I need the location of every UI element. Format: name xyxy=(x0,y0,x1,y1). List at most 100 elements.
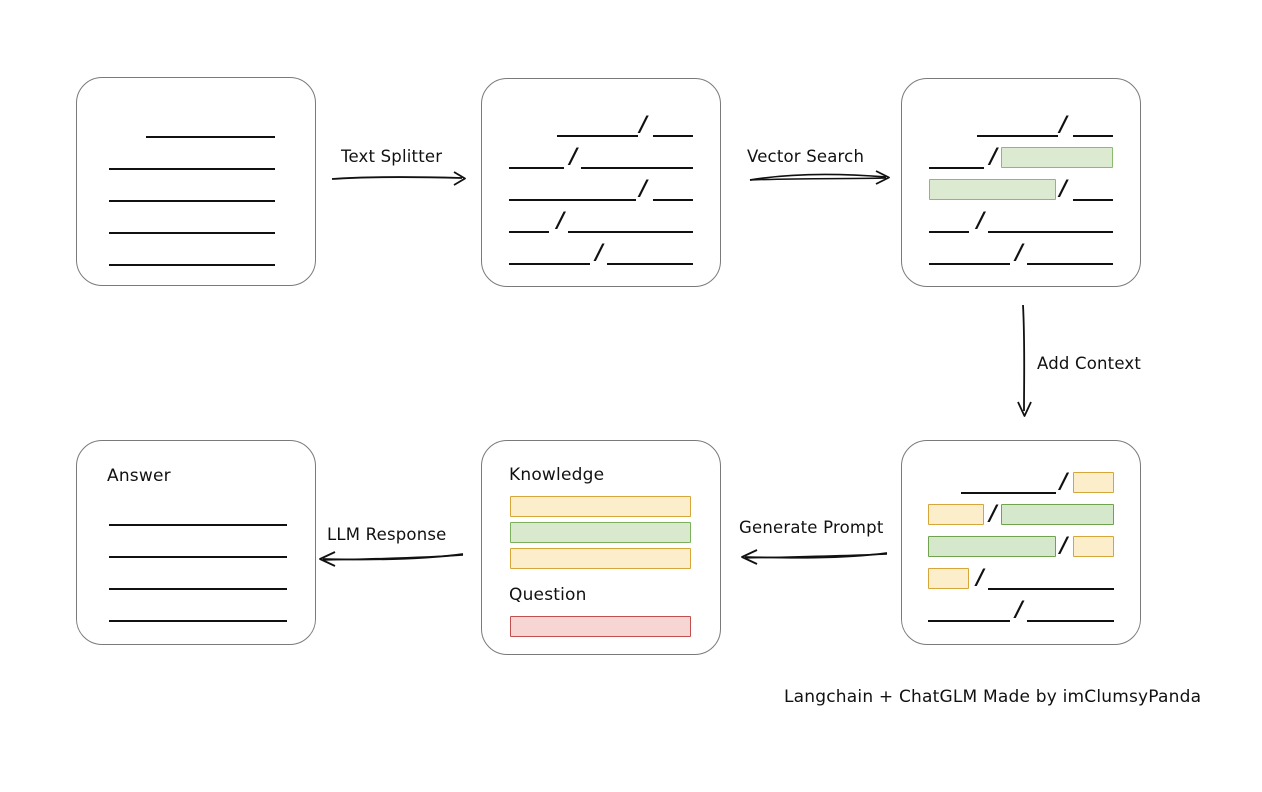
highlight-chip-yellow xyxy=(928,504,984,525)
slash-separator-icon: / xyxy=(989,144,998,168)
text-line xyxy=(567,213,693,233)
text-line xyxy=(1072,181,1113,201)
prompt-bar-red xyxy=(510,616,691,637)
slash-separator-icon: / xyxy=(1015,240,1024,264)
text-line-row xyxy=(109,246,287,268)
highlight-chip-green xyxy=(1000,504,1114,525)
text-line-row xyxy=(109,118,287,140)
question-label: Question xyxy=(509,585,587,605)
edge-arrow-llm-response xyxy=(319,551,464,567)
text-line-row xyxy=(109,182,287,204)
text-line xyxy=(929,245,1010,265)
edge-label-add-context: Add Context xyxy=(1037,354,1142,373)
highlight-chip-green-light xyxy=(929,179,1056,200)
text-line-row xyxy=(109,602,287,624)
highlight-chip-yellow xyxy=(1073,472,1114,493)
highlight-chip-green xyxy=(928,536,1057,557)
text-line xyxy=(109,150,275,170)
slash-separator-icon: / xyxy=(1060,533,1068,557)
text-line-row: / xyxy=(929,177,1113,203)
text-line xyxy=(929,149,985,169)
slash-separator-icon: / xyxy=(639,176,648,200)
highlight-chip-yellow xyxy=(928,568,969,589)
vector-matches-rows: / / / / / xyxy=(929,113,1113,286)
prompt-card: Knowledge Question xyxy=(481,440,721,655)
knowledge-label: Knowledge xyxy=(509,465,605,485)
text-line xyxy=(928,602,1010,622)
text-line-row xyxy=(109,570,287,592)
text-line xyxy=(1026,245,1113,265)
text-line xyxy=(987,213,1113,233)
highlight-chip-green-light xyxy=(1000,147,1113,168)
text-line xyxy=(987,570,1114,590)
text-line xyxy=(1072,117,1113,137)
credit-text: Langchain + ChatGLM Made by imClumsyPand… xyxy=(784,687,1202,707)
text-line xyxy=(1026,602,1114,622)
text-line-row xyxy=(109,538,287,560)
source-document-rows xyxy=(109,118,287,285)
text-line xyxy=(556,117,638,137)
text-line xyxy=(652,181,693,201)
text-line xyxy=(580,149,693,169)
source-document-card xyxy=(76,77,316,286)
text-line-row: / xyxy=(509,241,693,267)
text-line xyxy=(146,118,275,138)
split-chunks-rows: / / / / / xyxy=(509,113,693,286)
text-line-row: / xyxy=(509,113,693,139)
text-line-row: / xyxy=(928,502,1114,528)
answer-rows xyxy=(109,506,287,644)
text-line xyxy=(509,149,565,169)
text-line xyxy=(509,245,590,265)
text-line-row xyxy=(109,150,287,172)
text-line xyxy=(509,213,550,233)
edge-label-llm-response: LLM Response xyxy=(327,525,447,544)
answer-card: Answer xyxy=(76,440,316,645)
text-line-row: / xyxy=(929,145,1113,171)
text-line xyxy=(109,538,287,558)
text-line xyxy=(109,506,287,526)
text-line-row: / xyxy=(929,241,1113,267)
edge-arrow-text-splitter xyxy=(331,171,466,186)
text-line xyxy=(606,245,693,265)
edge-arrow-generate-prompt xyxy=(741,549,888,565)
slash-separator-icon: / xyxy=(1015,597,1024,621)
text-line-row xyxy=(109,506,287,528)
text-line-row xyxy=(109,214,287,236)
text-line xyxy=(509,181,636,201)
text-line-row: / xyxy=(929,209,1113,235)
slash-separator-icon: / xyxy=(639,112,648,136)
text-line-row: / xyxy=(928,598,1114,624)
edge-arrow-vector-search xyxy=(749,170,890,185)
text-line xyxy=(109,570,287,590)
context-document-rows: / / / / / xyxy=(928,470,1114,644)
text-line xyxy=(109,182,275,202)
prompt-bar-yellow xyxy=(510,548,691,569)
text-line xyxy=(652,117,693,137)
text-line xyxy=(929,213,970,233)
edge-label-vector-search: Vector Search xyxy=(747,147,865,166)
text-line xyxy=(976,117,1058,137)
highlight-chip-yellow xyxy=(1073,536,1114,557)
slash-separator-icon: / xyxy=(976,565,985,589)
slash-separator-icon: / xyxy=(989,501,998,525)
prompt-bar-green xyxy=(510,522,691,543)
text-line-row: / xyxy=(928,566,1114,592)
answer-label: Answer xyxy=(107,466,171,486)
slash-separator-icon: / xyxy=(1060,469,1068,493)
text-line-row: / xyxy=(509,209,693,235)
text-line xyxy=(109,214,275,234)
slash-separator-icon: / xyxy=(976,208,985,232)
slash-separator-icon: / xyxy=(595,240,604,264)
context-document-card: / / / / / xyxy=(901,440,1141,645)
edge-arrow-add-context xyxy=(1017,304,1032,417)
prompt-bar-yellow xyxy=(510,496,691,517)
text-line-row: / xyxy=(509,177,693,203)
text-line-row: / xyxy=(928,534,1114,560)
slash-separator-icon: / xyxy=(569,144,578,168)
text-line-row: / xyxy=(929,113,1113,139)
split-chunks-card: / / / / / xyxy=(481,78,721,287)
text-line-row: / xyxy=(509,145,693,171)
edge-label-generate-prompt: Generate Prompt xyxy=(739,518,884,537)
edge-label-text-splitter: Text Splitter xyxy=(341,147,443,166)
